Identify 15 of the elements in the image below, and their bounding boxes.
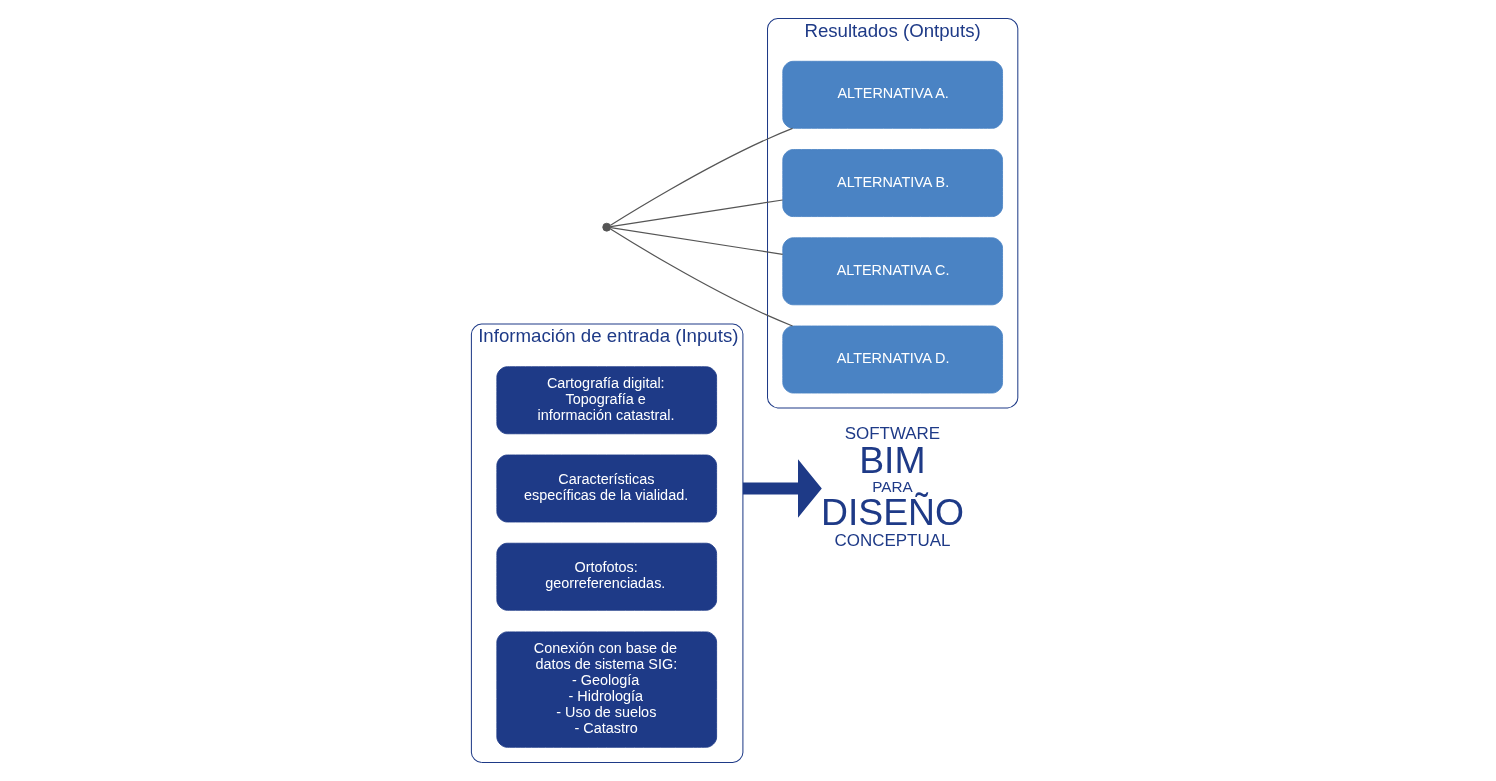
node-box: Características específicas de la vialidad. — [496, 454, 718, 523]
node-box: ALTERNATIVA A. — [782, 60, 1003, 129]
connector — [609, 228, 794, 327]
connector — [610, 199, 784, 228]
node-box: ALTERNATIVA C. — [782, 237, 1003, 306]
node-text: SOFTWARE BIM PARA DISEÑO CONCEPTUAL — [820, 424, 965, 551]
connector — [610, 227, 784, 255]
node-box: Conexión con base de datos de sistema SIG: - Geología - Hidrología - Uso de suelos - Catastro — [496, 631, 718, 748]
node-circle — [602, 222, 612, 232]
node-box: Cartografía digital: Topografía e información catastral. — [496, 366, 718, 435]
node-box: ALTERNATIVA B. — [782, 149, 1003, 217]
arrow — [742, 459, 822, 518]
connector — [609, 127, 794, 226]
node-box: Ortofotos: georreferenciadas. — [496, 542, 718, 611]
node-box: ALTERNATIVA D. — [782, 325, 1003, 394]
